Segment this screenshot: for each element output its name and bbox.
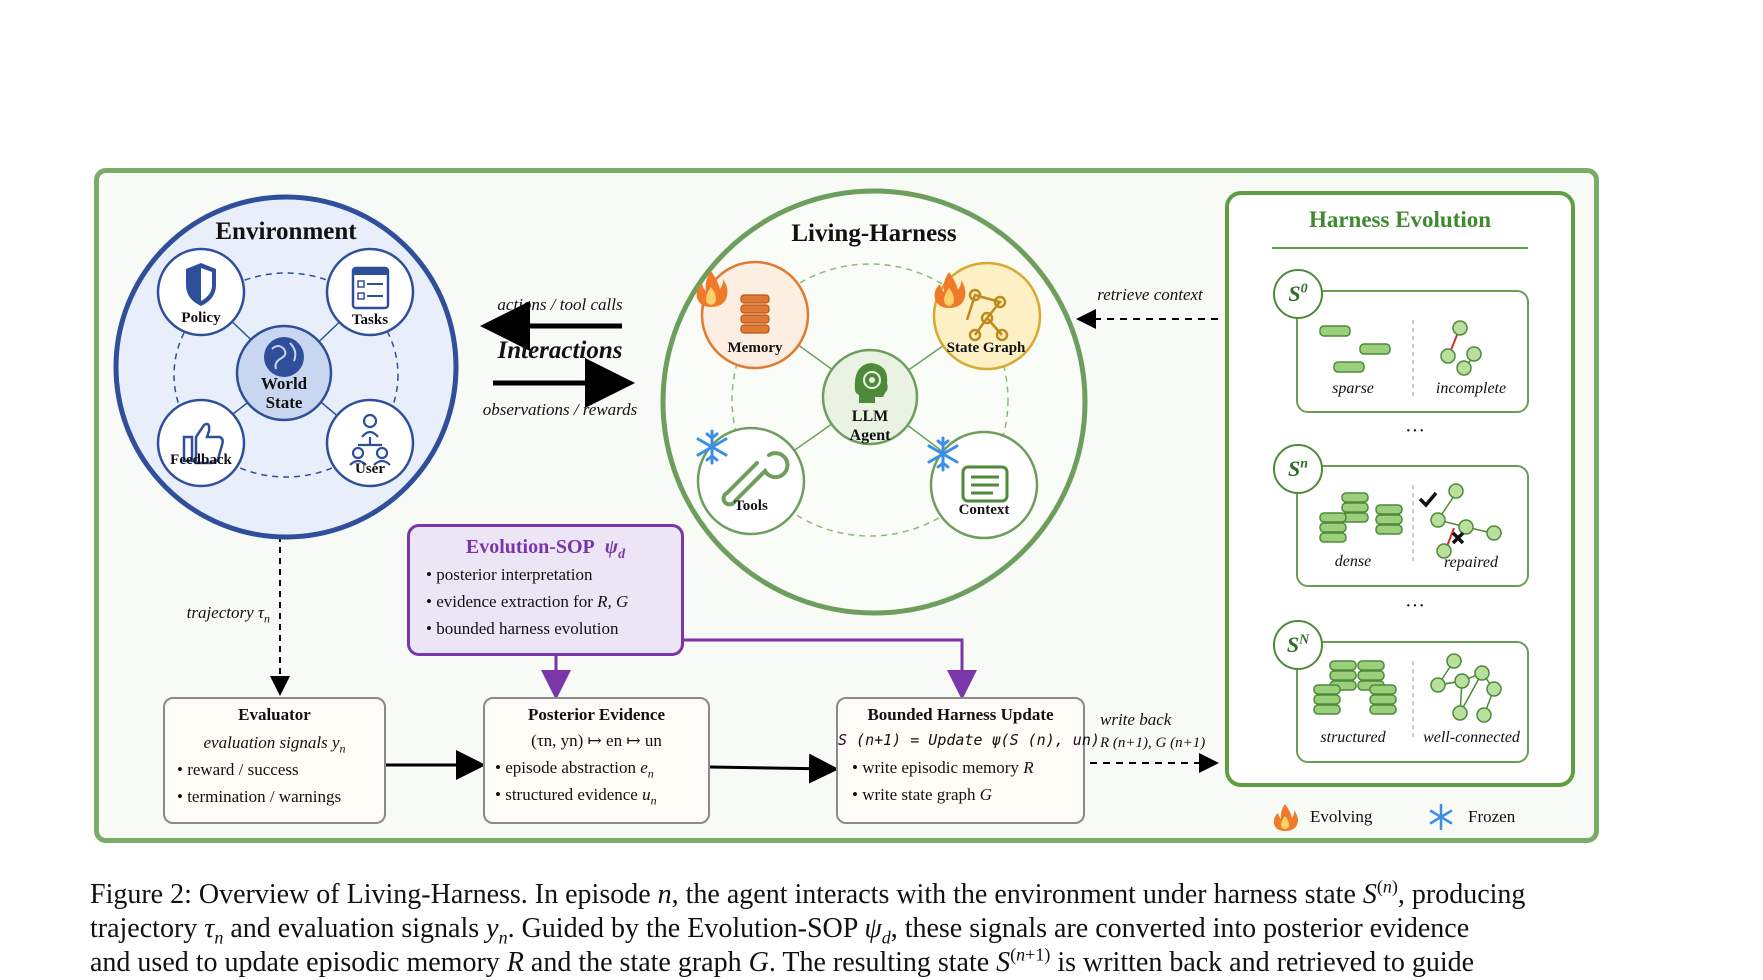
fire-icon bbox=[934, 272, 966, 308]
posterior-bullet: • episode abstraction en bbox=[495, 758, 654, 781]
evaluator-bullet: • termination / warnings bbox=[177, 787, 342, 806]
living-harness-title: Living-Harness bbox=[791, 220, 957, 247]
posterior-bullet: • structured evidence un bbox=[495, 785, 657, 808]
stage-right-label: incomplete bbox=[1435, 380, 1507, 397]
snowflake-icon bbox=[927, 436, 959, 472]
policy-label: Policy bbox=[181, 310, 221, 326]
interactions-title: Interactions bbox=[497, 337, 623, 364]
ellipsis: ··· bbox=[1405, 420, 1425, 442]
stage-s0-art bbox=[1319, 320, 1482, 400]
context-icon bbox=[961, 465, 1009, 503]
globe-icon bbox=[264, 337, 304, 377]
snowflake-icon bbox=[696, 429, 728, 465]
llm-agent-icon bbox=[854, 363, 888, 403]
sop-bullet: • bounded harness evolution bbox=[426, 619, 619, 638]
stage-badge: SN bbox=[1273, 620, 1323, 670]
fire-icon bbox=[696, 271, 728, 307]
figure-caption: Figure 2: Overview of Living-Harness. In… bbox=[90, 876, 1526, 978]
legend-frozen: Frozen bbox=[1468, 807, 1516, 826]
stage-right-label: well-connected bbox=[1423, 729, 1520, 746]
environment-circle bbox=[113, 194, 459, 540]
stage-left-label: sparse bbox=[1332, 380, 1374, 397]
state-graph-label: State Graph bbox=[946, 340, 1026, 356]
fire-icon bbox=[1273, 804, 1298, 831]
update-title: Bounded Harness Update bbox=[867, 705, 1054, 724]
stage-left-label: structured bbox=[1320, 729, 1386, 746]
database-icon bbox=[740, 294, 770, 334]
actions-label: actions / tool calls bbox=[497, 295, 623, 314]
tasks-label: Tasks bbox=[351, 312, 389, 328]
graph-icon bbox=[965, 288, 1009, 342]
update-bullet: • write episodic memory R bbox=[852, 758, 1034, 777]
sop-to-update-arrow bbox=[684, 638, 977, 700]
sop-bullet: • evidence extraction for R, G bbox=[426, 592, 629, 611]
update-formula: S (n+1) = Update ψ(S (n), un) bbox=[838, 731, 1100, 749]
user-network-icon bbox=[349, 413, 391, 466]
harness-evolution-title: Harness Evolution bbox=[1308, 207, 1492, 232]
evaluator-title: Evaluator bbox=[238, 705, 311, 724]
sop-bullet: • posterior interpretation bbox=[426, 565, 593, 584]
memory-label: Memory bbox=[727, 340, 783, 356]
feedback-label: Feedback bbox=[170, 452, 232, 468]
posterior-to-update-arrow bbox=[709, 753, 839, 784]
evaluator-signals: evaluation signals yn bbox=[203, 733, 346, 756]
shield-icon bbox=[186, 263, 216, 306]
wrench-icon bbox=[721, 451, 790, 507]
stage-sN-art bbox=[1313, 653, 1502, 741]
evolution-sop-box: Evolution-SOP ψd • posterior interpretat… bbox=[407, 524, 684, 656]
stage-badge: Sn bbox=[1273, 444, 1323, 494]
evaluator-bullet: • reward / success bbox=[177, 760, 299, 779]
thumbs-up-icon bbox=[182, 422, 224, 465]
stage-badge: S0 bbox=[1273, 269, 1323, 319]
posterior-evidence-box: Posterior Evidence (τn, yn) ↦ en ↦ un • … bbox=[483, 697, 710, 824]
context-label: Context bbox=[958, 502, 1010, 518]
environment-title: Environment bbox=[215, 218, 357, 245]
ellipsis: ··· bbox=[1405, 595, 1425, 617]
evaluator-box: Evaluator evaluation signals yn • reward… bbox=[163, 697, 386, 824]
tools-label: Tools bbox=[734, 498, 768, 514]
stage-sn-art bbox=[1319, 483, 1502, 565]
observations-label: observations / rewards bbox=[482, 400, 638, 419]
user-label: User bbox=[355, 461, 385, 477]
legend-evolving: Evolving bbox=[1310, 807, 1373, 826]
stage-right-label: repaired bbox=[1444, 554, 1498, 571]
posterior-title: Posterior Evidence bbox=[527, 705, 666, 724]
snowflake-icon bbox=[1429, 804, 1453, 830]
sop-title: Evolution-SOP ψd bbox=[465, 536, 626, 562]
tasks-icon bbox=[351, 266, 390, 310]
posterior-formula: (τn, yn) ↦ en ↦ un bbox=[531, 731, 662, 750]
stage-left-label: dense bbox=[1334, 553, 1372, 570]
update-bullet: • write state graph G bbox=[852, 785, 993, 804]
retrieve-context-label: retrieve context bbox=[1097, 285, 1203, 304]
harness-update-box: Bounded Harness Update S (n+1) = Update … bbox=[836, 697, 1100, 824]
title-divider bbox=[1272, 247, 1528, 249]
living-harness-circle bbox=[660, 188, 1088, 616]
trajectory-label: trajectory τn bbox=[186, 603, 270, 626]
